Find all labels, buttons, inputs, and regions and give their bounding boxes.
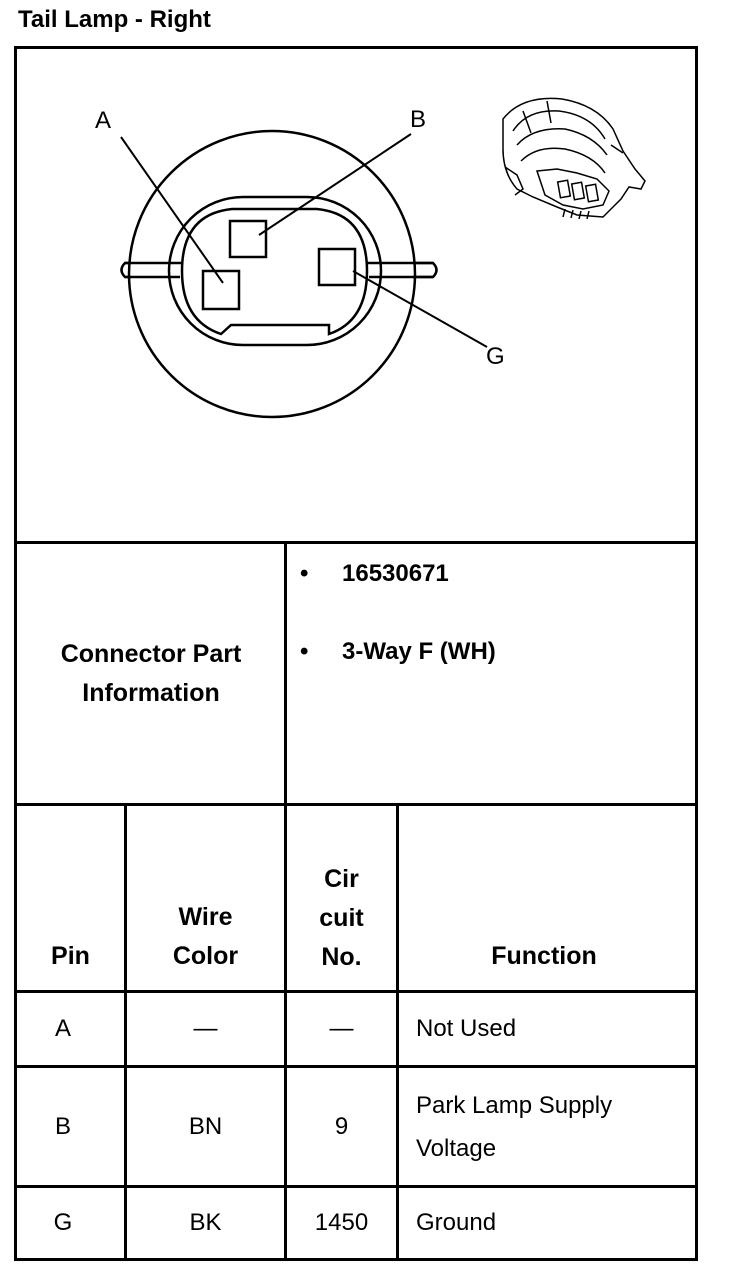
table-cell-circuit: 1450 <box>314 1209 369 1236</box>
table-cell-circuit: 9 <box>334 1112 349 1140</box>
divider <box>14 803 698 806</box>
part-number: 16530671 <box>342 560 449 587</box>
table-cell-wire-color: — <box>193 1015 218 1042</box>
pin-a-terminal <box>201 269 241 311</box>
table-cell-circuit: — <box>329 1015 354 1042</box>
divider <box>14 541 698 544</box>
divider <box>396 803 399 1260</box>
header-wire-color-line2: Color <box>172 942 239 970</box>
function-text-line2: Voltage <box>416 1134 497 1162</box>
list-item: • 16530671 <box>300 560 496 638</box>
divider <box>284 541 287 1260</box>
pin-b-terminal <box>228 219 268 259</box>
header-pin: Pin <box>17 937 124 976</box>
divider <box>124 803 127 1260</box>
table-cell-function: Ground <box>416 1188 696 1258</box>
table-cell-pin: A <box>54 1015 71 1042</box>
connector-diagram: A B G <box>95 97 646 419</box>
inner-cavity <box>180 207 369 336</box>
header-pin-text: Pin <box>51 942 90 970</box>
leader-line-b <box>258 133 412 236</box>
cp-label-line1: Connector Part <box>60 640 242 668</box>
function-text: Not Used <box>416 1015 517 1042</box>
connector-part-list: • 16530671 • 3-Way F (WH) <box>300 560 496 716</box>
table-cell-pin: G <box>53 1209 73 1236</box>
page-title: Tail Lamp - Right <box>18 6 211 33</box>
header-wire-color: Wire Color <box>127 898 284 976</box>
divider <box>14 1185 698 1188</box>
inner-cavity-outer <box>167 195 383 347</box>
left-tab <box>120 261 131 279</box>
table-cell-function: Not Used <box>416 993 696 1065</box>
leader-line-g <box>352 270 488 348</box>
connector-illustration <box>502 97 646 220</box>
header-circuit-no: Cir cuit No. <box>287 860 396 977</box>
function-text-line1: Park Lamp Supply <box>416 1091 613 1119</box>
divider <box>14 990 698 993</box>
header-circuit-line2: cuit <box>319 904 364 932</box>
pin-label-g: G <box>486 343 505 370</box>
list-item: • 3-Way F (WH) <box>300 638 496 716</box>
pin-g-terminal <box>317 247 357 287</box>
header-wire-color-line1: Wire <box>178 903 233 931</box>
table-cell-wire-color: BN <box>188 1112 223 1140</box>
leader-line-a <box>120 136 224 284</box>
cp-label-line2: Information <box>82 679 220 707</box>
header-circuit-line1: Cir <box>324 865 359 893</box>
header-circuit-line3: No. <box>321 943 362 971</box>
function-text: Ground <box>416 1209 497 1236</box>
table-cell-function: Park Lamp Supply Voltage <box>416 1068 696 1185</box>
table-cell-pin: B <box>54 1112 71 1140</box>
right-tab <box>413 261 438 279</box>
table-frame <box>14 46 698 1260</box>
bullet-icon: • <box>300 638 309 665</box>
connector-housing <box>127 129 417 419</box>
connector-type: 3-Way F (WH) <box>342 638 496 665</box>
divider <box>14 1258 698 1261</box>
header-function: Function <box>399 937 689 976</box>
bullet-icon: • <box>300 560 309 587</box>
pin-label-a: A <box>95 107 111 134</box>
header-function-text: Function <box>491 942 597 970</box>
pin-label-b: B <box>410 106 426 133</box>
divider <box>14 1065 698 1068</box>
connector-part-information-label: Connector Part Information <box>17 545 285 803</box>
table-cell-wire-color: BK <box>189 1209 222 1236</box>
